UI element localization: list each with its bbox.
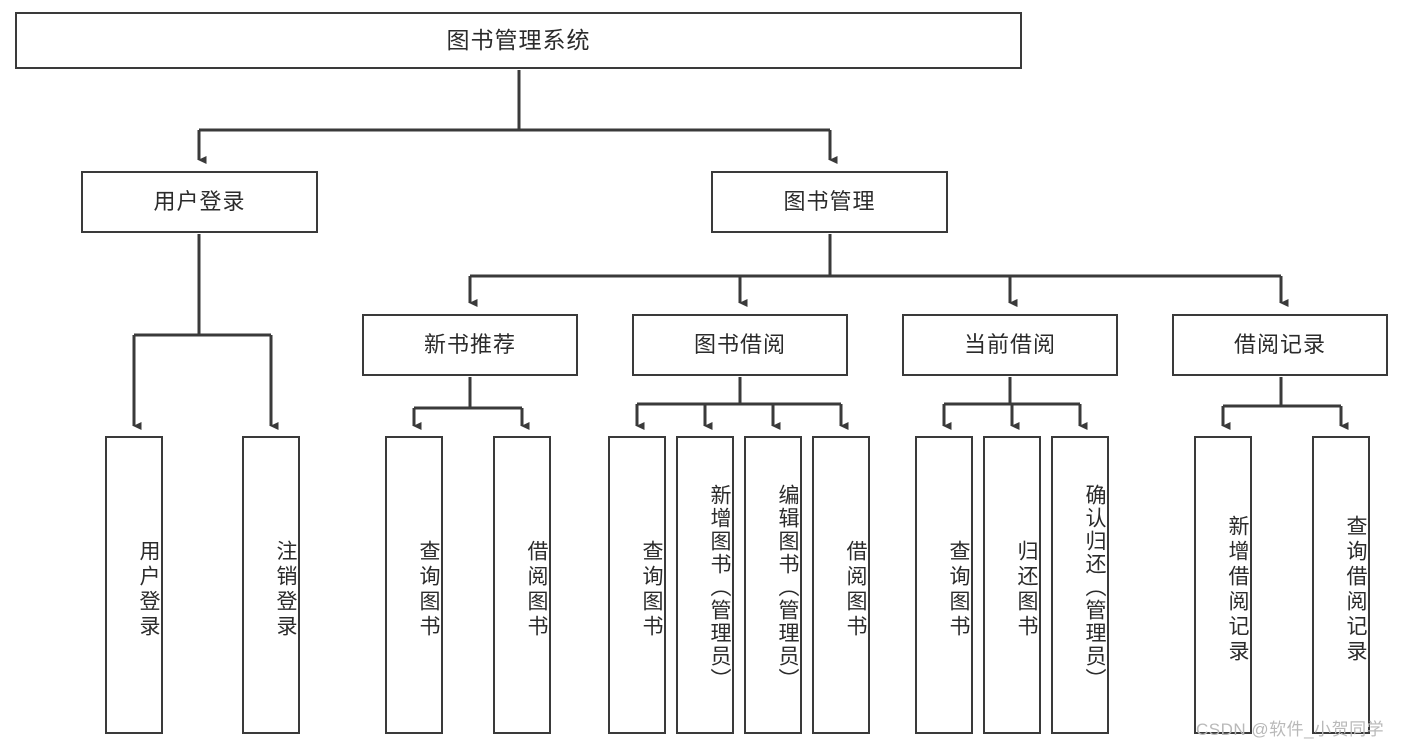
leaf-book-borrow-lend[interactable]: 借阅图书 xyxy=(812,436,870,734)
leaf-book-borrow-query[interactable]: 查询图书 xyxy=(608,436,666,734)
node-new-book-recommend[interactable]: 新书推荐 xyxy=(362,314,578,376)
leaf-new-book-borrow[interactable]: 借阅图书 xyxy=(493,436,551,734)
leaf-current-borrow-query[interactable]: 查询图书 xyxy=(915,436,973,734)
leaf-book-borrow-edit[interactable]: 编辑图书（管理员） xyxy=(744,436,802,734)
leaf-borrow-record-add[interactable]: 新增借阅记录 xyxy=(1194,436,1252,734)
node-book-borrow[interactable]: 图书借阅 xyxy=(632,314,848,376)
node-book-management[interactable]: 图书管理 xyxy=(711,171,948,233)
node-borrow-record[interactable]: 借阅记录 xyxy=(1172,314,1388,376)
leaf-book-borrow-add[interactable]: 新增图书（管理员） xyxy=(676,436,734,734)
leaf-new-book-query[interactable]: 查询图书 xyxy=(385,436,443,734)
node-current-borrow[interactable]: 当前借阅 xyxy=(902,314,1118,376)
leaf-user-login-signin[interactable]: 用户登录 xyxy=(105,436,163,734)
leaf-user-login-signout[interactable]: 注销登录 xyxy=(242,436,300,734)
csdn-watermark: CSDN @软件_小贺同学 xyxy=(1196,720,1385,739)
leaf-current-borrow-confirm-return[interactable]: 确认归还（管理员） xyxy=(1051,436,1109,734)
leaf-borrow-record-query[interactable]: 查询借阅记录 xyxy=(1312,436,1370,734)
node-user-login[interactable]: 用户登录 xyxy=(81,171,318,233)
leaf-current-borrow-return[interactable]: 归还图书 xyxy=(983,436,1041,734)
node-root-system[interactable]: 图书管理系统 xyxy=(15,12,1022,69)
